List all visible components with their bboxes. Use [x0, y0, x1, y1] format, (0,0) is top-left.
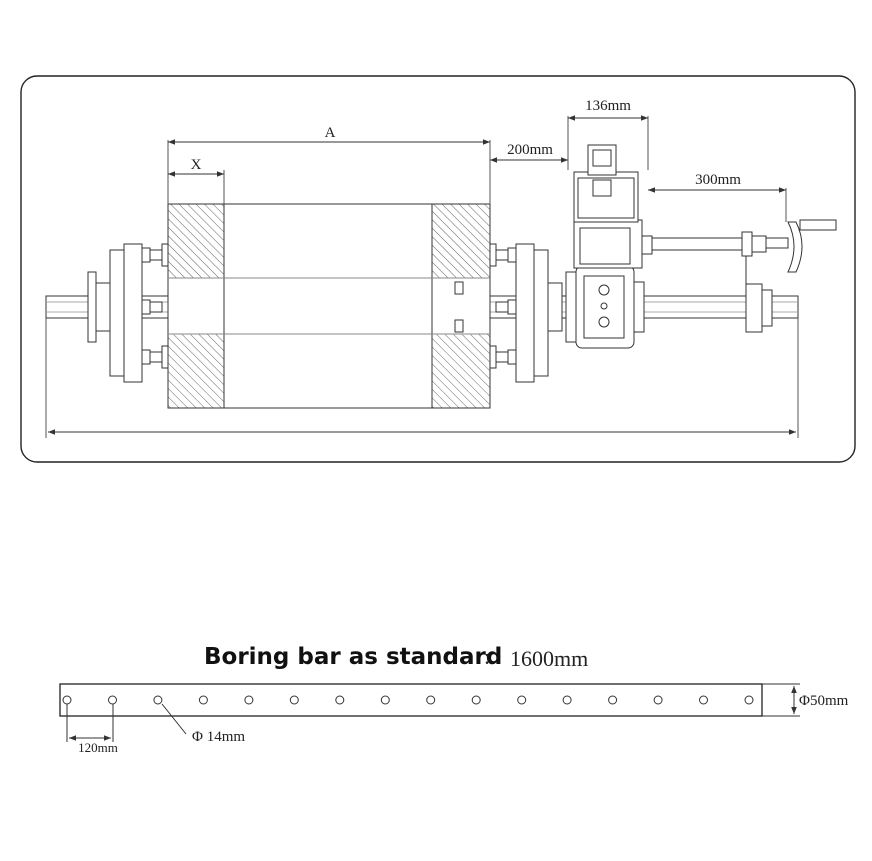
drawing-frame	[20, 75, 856, 463]
bar-hole	[562, 695, 572, 705]
gearbox-unit	[565, 265, 645, 349]
label-dim-gap: 200mm	[507, 142, 553, 158]
label-dim-a: A	[325, 125, 336, 141]
bar-hole	[289, 695, 299, 705]
bar-hole	[108, 695, 117, 705]
bar-title: Boring bar as standard : 1600mm	[204, 644, 588, 671]
bar-length: 1600mm	[510, 646, 588, 671]
machine-assembly	[45, 115, 837, 438]
bar-hole	[62, 695, 72, 705]
bar-hole	[335, 695, 345, 705]
feed-handwheel	[651, 219, 837, 333]
workpiece	[167, 203, 491, 409]
bar-hole	[153, 695, 163, 705]
bar-hole	[608, 695, 618, 705]
standard-boring-bar	[59, 683, 763, 717]
label-dim-handle: 300mm	[695, 172, 741, 188]
bar-hole	[244, 695, 254, 705]
label-dim-motor: 136mm	[585, 98, 631, 114]
label-bar-diameter: Φ50mm	[799, 693, 849, 709]
bar-hole	[517, 695, 527, 705]
bar-holes	[62, 695, 754, 705]
bar-hole	[380, 695, 390, 705]
bar-hole	[471, 695, 481, 705]
label-hole-diameter: Φ 14mm	[192, 729, 245, 745]
motor	[573, 144, 653, 269]
left-bearing-support	[87, 243, 169, 383]
bar-hole	[744, 695, 754, 705]
label-hole-spacing: 120mm	[78, 740, 118, 755]
bar-hole	[699, 695, 708, 705]
label-dim-x: X	[191, 157, 202, 173]
bar-hole	[653, 695, 663, 705]
bar-hole	[198, 695, 208, 705]
bar-title-separator: :	[484, 644, 490, 669]
bar-hole	[426, 695, 436, 705]
bar-title-text: Boring bar as standard	[204, 644, 502, 670]
hole-spacing-dimension	[66, 683, 800, 742]
right-bearing-support	[489, 243, 563, 383]
